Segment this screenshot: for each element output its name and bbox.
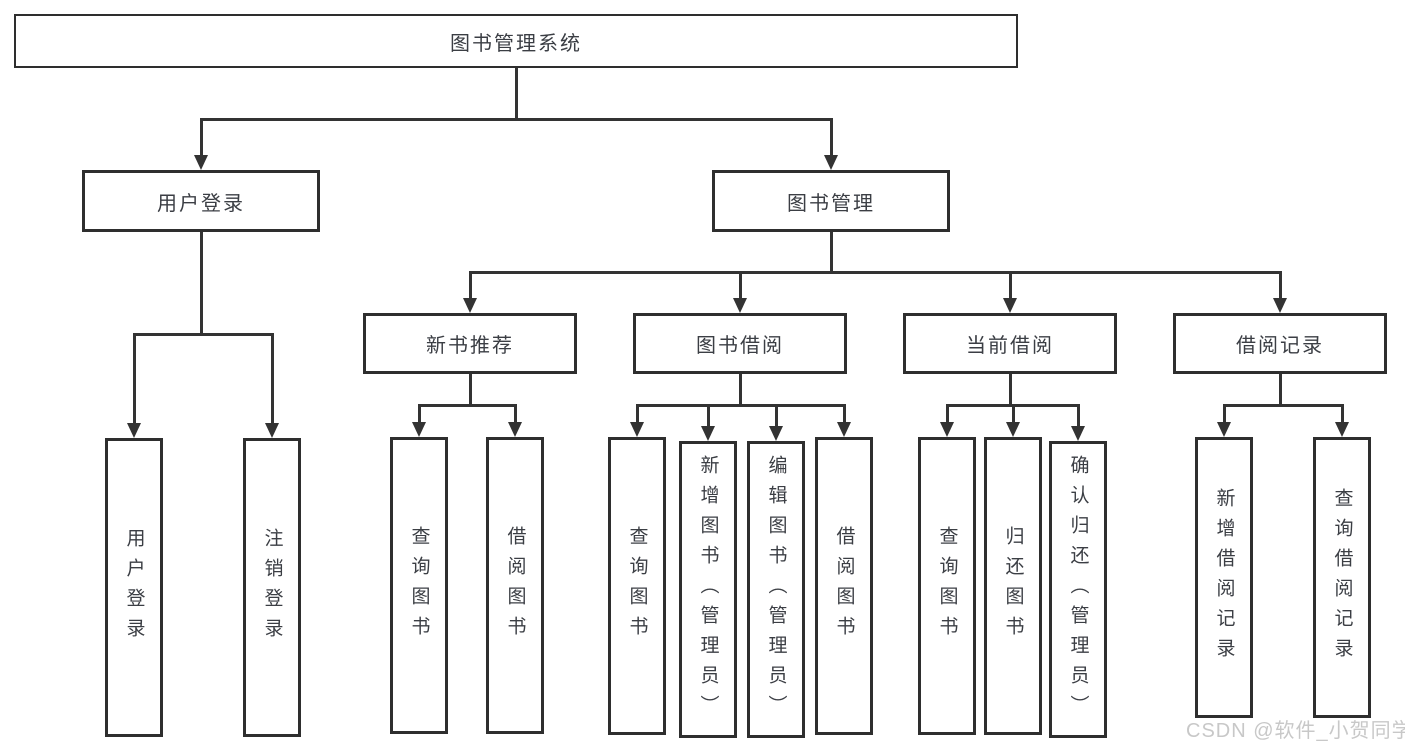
node-label: 图书管理 (787, 192, 875, 215)
arrowhead-down-icon (1070, 426, 1085, 441)
connector-line (468, 271, 472, 300)
connector-line (738, 374, 742, 407)
leaf-confirm-return-admin: 确认归还（管理员） (1049, 441, 1107, 738)
connector-line (738, 271, 742, 300)
connector-line (706, 404, 710, 428)
leaf-query-borrow-record: 查询借阅记录 (1313, 437, 1371, 718)
leaf-add-books-admin: 新增图书（管理员） (679, 441, 737, 738)
connector-line (1008, 271, 1012, 300)
connector-line (1011, 404, 1015, 424)
arrowhead-down-icon (939, 422, 954, 437)
node-label: 新书推荐 (426, 335, 514, 357)
connector-line (132, 333, 274, 336)
node-book-management: 图书管理 (712, 170, 950, 232)
arrowhead-down-icon (411, 422, 426, 437)
connector-line (945, 404, 949, 424)
node-book-borrowing: 图书借阅 (633, 313, 847, 374)
connector-line (1222, 404, 1344, 407)
arrowhead-down-icon (1272, 298, 1287, 313)
arrowhead-down-icon (1334, 422, 1349, 437)
connector-line (774, 404, 778, 428)
arrowhead-down-icon (1005, 422, 1020, 437)
node-label: 图书借阅 (696, 335, 784, 357)
node-user-login: 用户登录 (82, 170, 320, 232)
leaf-edit-books-admin: 编辑图书（管理员） (747, 441, 805, 738)
node-label: 确认归还（管理员） (1067, 454, 1089, 725)
node-current-borrowing: 当前借阅 (903, 313, 1117, 374)
node-new-book-recommend: 新书推荐 (363, 313, 577, 374)
leaf-user-login: 用户登录 (105, 438, 163, 737)
arrowhead-down-icon (126, 423, 141, 438)
leaf-borrow-books: 借阅图书 (815, 437, 873, 735)
node-root-library-system: 图书管理系统 (14, 14, 1018, 68)
node-label: 查询图书 (936, 526, 958, 646)
connector-line (842, 404, 846, 424)
arrowhead-down-icon (700, 426, 715, 441)
connector-line (200, 118, 832, 121)
connector-line (635, 404, 639, 424)
connector-line (829, 232, 833, 274)
arrowhead-down-icon (732, 298, 747, 313)
connector-line (270, 333, 274, 424)
leaf-query-books-current: 查询图书 (918, 437, 976, 735)
connector-line (200, 118, 203, 157)
connector-line (515, 68, 518, 120)
node-label: 查询借阅记录 (1331, 487, 1353, 668)
node-label: 用户登录 (123, 527, 145, 648)
arrowhead-down-icon (1216, 422, 1231, 437)
node-label: 用户登录 (157, 192, 245, 215)
connector-line (417, 404, 517, 407)
node-label: 注销登录 (261, 527, 283, 648)
connector-line (468, 374, 472, 407)
csdn-watermark: CSDN @软件_小贺同学 (1186, 720, 1405, 742)
node-label: 归还图书 (1002, 526, 1024, 646)
node-label: 查询图书 (626, 526, 648, 646)
connector-line (1008, 374, 1012, 407)
connector-line (468, 271, 1282, 274)
node-label: 查询图书 (408, 525, 430, 646)
connector-line (830, 118, 833, 157)
connector-line (417, 404, 421, 424)
node-label: 新增图书（管理员） (697, 454, 719, 725)
arrowhead-down-icon (768, 426, 783, 441)
leaf-logout: 注销登录 (243, 438, 301, 737)
leaf-add-borrow-record: 新增借阅记录 (1195, 437, 1253, 718)
connector-line (1076, 404, 1080, 428)
arrowhead-down-icon (194, 155, 208, 170)
connector-line (1222, 404, 1226, 424)
connector-line (1278, 374, 1282, 407)
node-borrowing-records: 借阅记录 (1173, 313, 1387, 374)
node-label: 新增借阅记录 (1213, 487, 1235, 668)
leaf-borrow-books-recommend: 借阅图书 (486, 437, 544, 734)
leaf-query-books-borrow: 查询图书 (608, 437, 666, 735)
leaf-query-books-recommend: 查询图书 (390, 437, 448, 734)
arrowhead-down-icon (629, 422, 644, 437)
connector-line (513, 404, 517, 424)
node-label: 借阅记录 (1236, 335, 1324, 357)
connector-line (200, 232, 203, 336)
connector-line (1278, 271, 1282, 300)
connector-line (635, 404, 846, 407)
arrowhead-down-icon (264, 423, 279, 438)
connector-line (1340, 404, 1344, 424)
arrowhead-down-icon (462, 298, 477, 313)
connector-line (132, 333, 136, 424)
arrowhead-down-icon (1002, 298, 1017, 313)
node-label: 当前借阅 (966, 335, 1054, 357)
leaf-return-books: 归还图书 (984, 437, 1042, 735)
node-label: 借阅图书 (833, 526, 855, 646)
arrowhead-down-icon (824, 155, 838, 170)
node-label: 图书管理系统 (450, 32, 582, 55)
arrowhead-down-icon (507, 422, 522, 437)
node-label: 编辑图书（管理员） (765, 454, 787, 725)
arrowhead-down-icon (836, 422, 851, 437)
node-label: 借阅图书 (504, 525, 526, 646)
